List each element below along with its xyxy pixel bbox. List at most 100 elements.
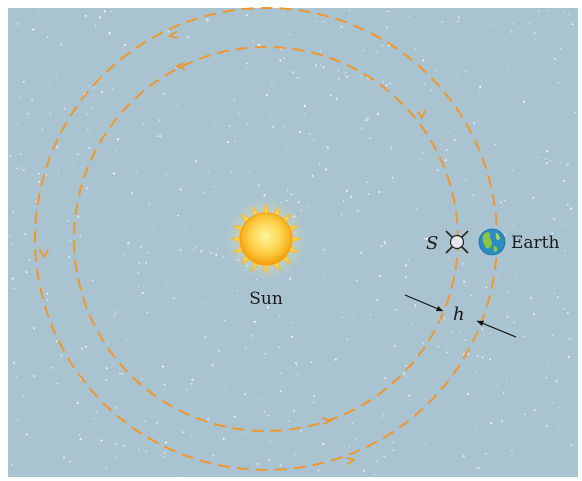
star [391,176,394,179]
star [522,100,525,103]
star [563,308,565,310]
star [545,424,548,427]
star [73,162,75,164]
star [158,340,160,342]
star [365,119,368,122]
star [415,306,417,308]
star [113,315,115,317]
star [283,57,285,60]
star [204,302,206,304]
star [453,138,456,141]
star [179,248,182,251]
star [523,413,526,416]
star [479,288,481,290]
star [173,297,175,299]
star [190,435,192,437]
star [372,59,374,61]
satellite-label: S [426,233,438,254]
star [161,365,165,368]
star [213,125,215,128]
star [20,167,22,169]
star [385,10,388,13]
star [395,309,397,311]
star [49,84,51,86]
star [141,156,143,158]
star [369,137,371,139]
star [564,250,566,252]
star [69,460,71,463]
star [53,419,55,421]
star [193,228,195,230]
star [255,279,258,281]
star [245,66,247,69]
star [287,420,290,422]
star [159,135,162,138]
star [411,322,413,324]
star [290,335,293,338]
star [574,111,576,114]
star [139,245,142,248]
star [350,195,353,198]
star [412,212,415,214]
star [283,125,286,128]
star [46,292,49,295]
star [436,169,439,172]
outer-orbit-arrow-bottom [346,457,357,465]
star [381,44,383,47]
satellite-icon [445,230,469,254]
star [97,287,99,289]
star [124,43,126,46]
star [570,207,573,210]
star [380,245,383,248]
star [86,187,88,190]
star [157,135,159,137]
star [84,14,87,17]
star [481,356,484,359]
star [22,395,24,398]
star [425,237,428,240]
star [227,141,230,144]
star [403,372,406,375]
star [512,169,514,171]
star [267,306,270,309]
star [115,313,117,315]
star [424,83,426,86]
star [310,361,313,364]
star [322,443,325,446]
star [130,192,133,194]
star [392,449,395,451]
star [333,272,335,275]
star [55,340,58,343]
star [528,22,530,25]
star [376,299,379,302]
star [85,345,87,348]
gap-arrow-outer [476,320,517,338]
star [249,171,251,173]
star [76,97,78,99]
star [113,375,115,377]
star [439,143,441,145]
star [449,131,451,133]
star [204,336,207,339]
star [494,144,496,146]
star [138,262,141,264]
star [116,311,118,313]
star [252,40,254,42]
star [383,240,386,244]
star [12,211,15,214]
star [321,293,324,295]
star [504,233,506,236]
star [479,85,482,88]
star [308,447,310,450]
star [354,188,356,190]
star [562,466,564,469]
star [304,113,306,115]
star [9,155,12,158]
star [141,291,144,294]
star [51,366,53,369]
star [125,338,128,341]
star [465,178,467,181]
star [234,135,237,137]
star [303,104,306,107]
star [177,214,179,217]
